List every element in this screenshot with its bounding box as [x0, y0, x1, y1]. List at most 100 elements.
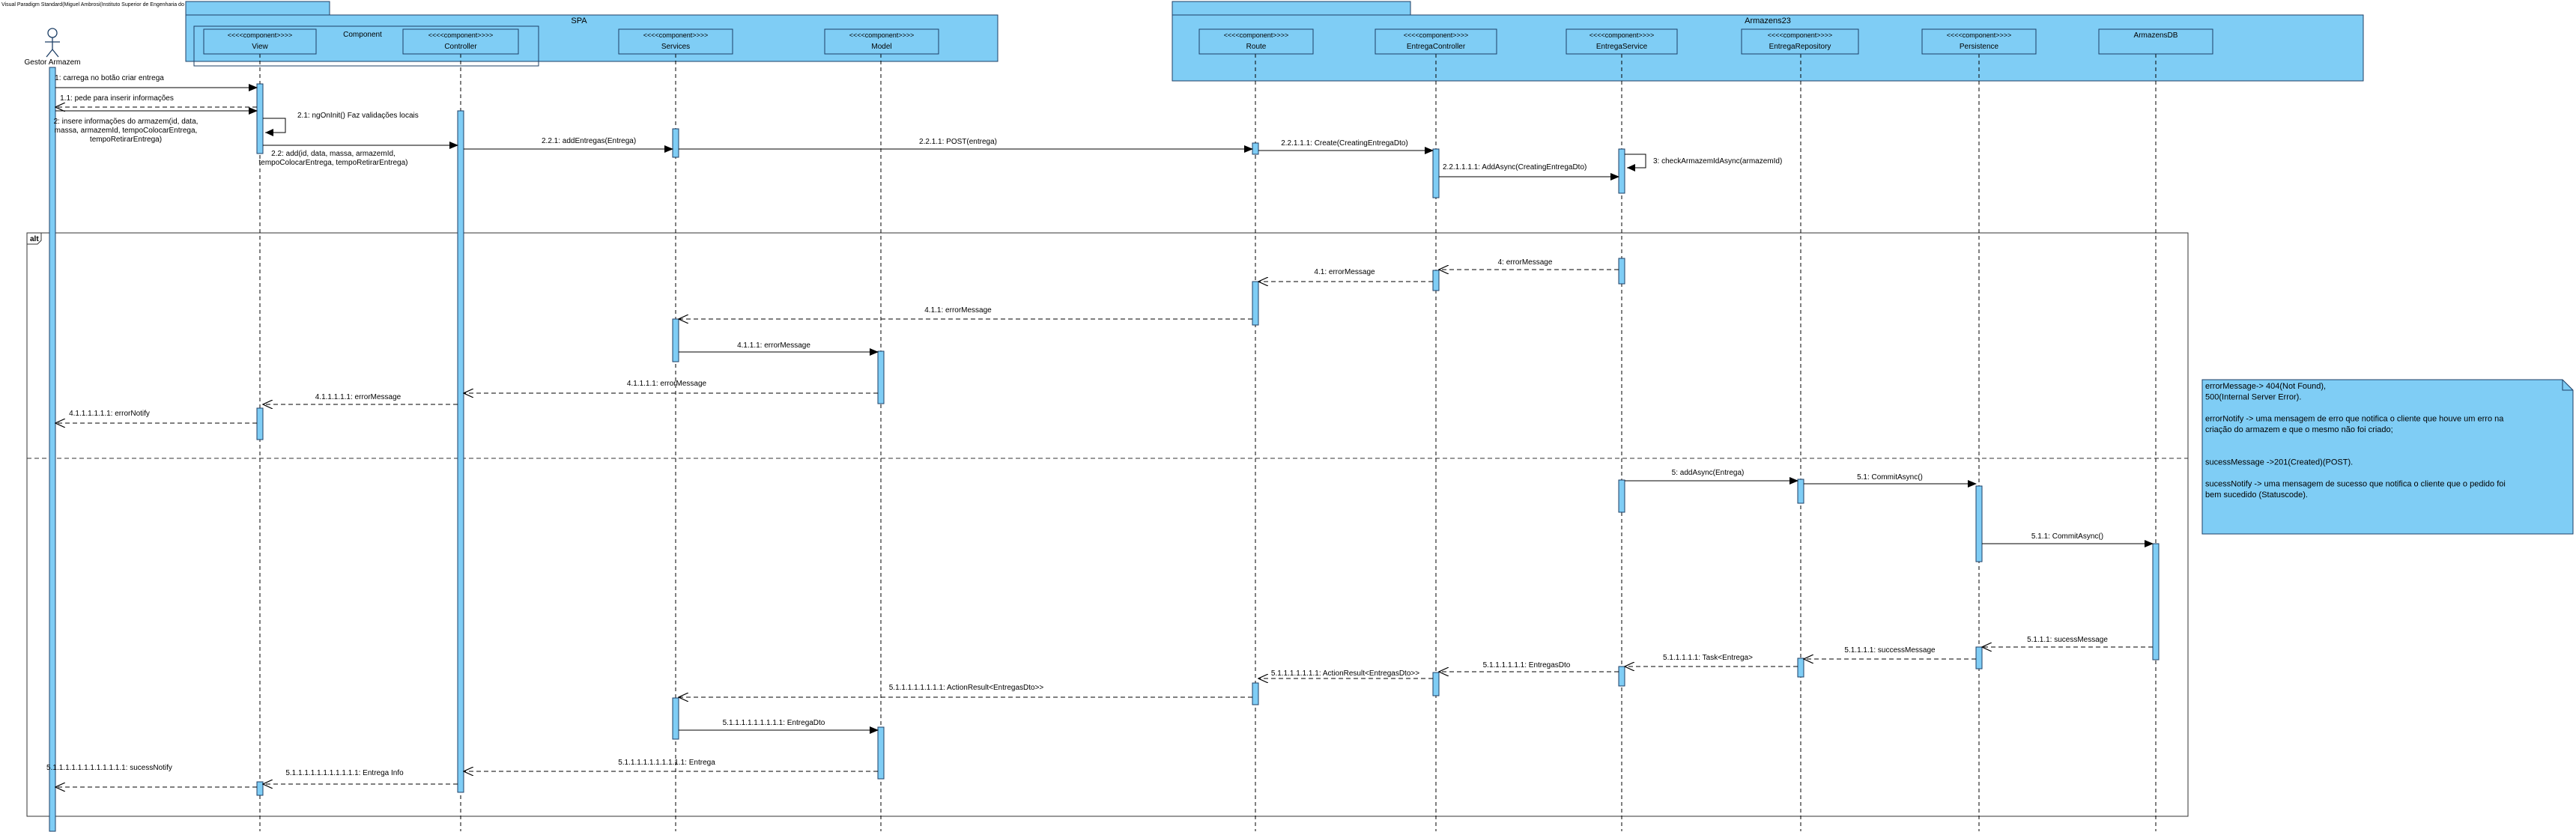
lifeline-stereotype: <<<<component>>>> [849, 31, 915, 39]
message-7: 2.2.1.1: POST(entrega) [679, 138, 1253, 153]
message-label: 5.1.1.1.1.1.1.1.1.1: EntregaDto [723, 719, 825, 727]
message-arrowhead [265, 129, 273, 136]
lifeline-header [1198, 28, 1314, 55]
component-frame-title: Component [343, 31, 382, 39]
activation-bar [256, 407, 264, 440]
activation-bar [2152, 543, 2160, 661]
message-label: 2.1: ngOnInit() Faz validações locais [297, 112, 419, 120]
lifeline-stereotype: <<<<component>>>> [428, 31, 494, 39]
lifeline-model: <<<<component>>>>Model [824, 28, 939, 831]
lifeline-entregarepository: <<<<component>>>>EntregaRepository [1741, 28, 1859, 831]
lifeline-stereotype: <<<<component>>>> [1589, 31, 1655, 39]
lifeline-stereotype: <<<<component>>>> [1947, 31, 2012, 39]
message-6: 2.2.1: addEntregas(Entrega) [464, 137, 673, 153]
message-label: 5: addAsync(Entrega) [1672, 469, 1745, 477]
activation-bar [1797, 479, 1804, 504]
message-label: 4.1.1.1.1: errorMessage [627, 380, 707, 388]
message-22: 5.1.1.1.1: successMessage [1804, 646, 1976, 659]
message-14: 4.1.1.1: errorMessage [679, 341, 879, 356]
message-4: 2.1: ngOnInit() Faz validações locais [263, 112, 419, 136]
message-16: 4.1.1.1.1.1: errorMessage [263, 393, 458, 404]
lifeline-name: Persistence [1960, 43, 1999, 51]
message-line [263, 118, 286, 133]
actor-gestor-armazem: Gestor Armazem [24, 28, 81, 67]
watermark-text: Visual Paradigm Standard(Miguel Ambrosi(… [1, 2, 201, 7]
message-15: 4.1.1.1.1: errorMessage [464, 380, 878, 393]
message-18: 5: addAsync(Entrega) [1625, 469, 1798, 485]
lifeline-name: Route [1246, 43, 1267, 51]
lifeline-header [402, 28, 519, 55]
message-label: 5.1.1.1.1.1.1.1.1.1.1: Entrega [618, 759, 715, 767]
activation-bar [256, 781, 264, 796]
message-label: 5.1.1.1.1.1.1.1.1.1.1.1: Entrega Info [285, 769, 404, 777]
message-label: 3: checkArmazemIdAsync(armazemId) [1653, 157, 1782, 166]
message-12: 4.1: errorMessage [1258, 268, 1433, 282]
activation-bar [457, 110, 464, 793]
message-label: 2.2.1.1.1.1: AddAsync(CreatingEntregaDto… [1443, 163, 1586, 171]
message-29: 5.1.1.1.1.1.1.1.1.1.1.1: Entrega Info [263, 769, 458, 784]
message-label: 2: insere informações do armazem(id, dat… [54, 118, 198, 144]
message-label: 4.1.1: errorMessage [924, 306, 992, 315]
message-label: 2.2: add(id, data, massa, armazemId,temp… [259, 150, 408, 167]
message-13: 4.1.1: errorMessage [679, 306, 1252, 319]
message-label: 5.1.1.1.1.1.1: EntregasDto [1483, 661, 1571, 669]
message-20: 5.1.1: CommitAsync() [1982, 532, 2154, 547]
activation-bar [672, 318, 679, 362]
activation-bar [1252, 281, 1259, 326]
message-label: 5.1.1.1.1.1.1.1: ActionResult<EntregasDt… [1271, 669, 1419, 678]
lifeline-header [824, 28, 939, 55]
message-label: 5.1.1.1.1.1.1.1.1.1.1.1.1: sucessNotify [46, 764, 172, 772]
lifeline-header [203, 28, 317, 55]
message-2: 1.1: pede para inserir informações [55, 94, 257, 107]
note-text: errorMessage-> 404(Not Found),500(Intern… [2205, 382, 2506, 499]
lifeline-name: Controller [444, 43, 477, 51]
activation-bar [1797, 658, 1804, 678]
spa-frame-title: SPA [571, 16, 587, 25]
lifeline-header [1921, 28, 2037, 55]
activation-bar [1252, 682, 1259, 705]
message-label: 2.2.1.1: POST(entrega) [919, 138, 997, 146]
lifeline-persistence: <<<<component>>>> Persistence [1921, 28, 2037, 831]
message-label: 2.2.1: addEntregas(Entrega) [542, 137, 636, 145]
message-label: 5.1: CommitAsync() [1857, 473, 1923, 482]
activation-bar [1432, 270, 1440, 291]
message-5: 2.2: add(id, data, massa, armazemId,temp… [259, 142, 458, 167]
lifeline-header [1741, 28, 1859, 55]
activation-bar [49, 67, 56, 832]
message-3: 2: insere informações do armazem(id, dat… [54, 107, 258, 144]
message-label: 4.1.1.1.1.1.1: errorNotify [69, 410, 150, 418]
activation-bar [1432, 672, 1440, 696]
activation-bar [1618, 148, 1625, 194]
message-21: 5.1.1.1: sucessMessage [1982, 636, 2153, 647]
message-label: 5.1.1: CommitAsync() [2031, 532, 2103, 541]
message-label: 2.2.1.1.1: Create(CreatingEntregaDto) [1281, 139, 1408, 148]
message-26: 5.1.1.1.1.1.1.1.1: ActionResult<Entregas… [679, 684, 1252, 697]
alt-fragment-label: alt [30, 235, 39, 243]
lifeline-armazensdb: ArmazensDB [2098, 28, 2213, 831]
activation-bar [256, 83, 264, 154]
message-1: 1: carrega no botão criar entrega [55, 74, 258, 91]
lifeline-name: EntregaService [1596, 43, 1648, 51]
actor-name: Gestor Armazem [24, 58, 80, 67]
message-label: 1: carrega no botão criar entrega [55, 74, 164, 82]
activation-bar [1618, 479, 1625, 513]
lifeline-header [618, 28, 733, 55]
armazens-frame-title: Armazens23 [1745, 16, 1791, 25]
lifeline-stereotype: <<<<component>>>> [1404, 31, 1469, 39]
lifeline-entregacontroller: <<<<component>>>>EntregaController [1375, 28, 1497, 831]
message-30: 5.1.1.1.1.1.1.1.1.1.1.1.1: sucessNotify [46, 764, 257, 787]
activation-bar [877, 350, 885, 404]
message-label: 5.1.1.1.1.1: Task<Entrega> [1663, 654, 1753, 662]
message-label: 5.1.1.1.1.1.1.1.1: ActionResult<Entregas… [889, 684, 1044, 692]
lifeline-stereotype: <<<<component>>>> [1224, 31, 1289, 39]
activation-bar [877, 726, 885, 780]
activation-bar [1618, 666, 1625, 687]
message-arrowhead [1627, 164, 1635, 171]
message-label: 4.1.1.1: errorMessage [737, 341, 810, 350]
lifeline-name: Services [661, 43, 690, 51]
activation-bar [1618, 258, 1625, 285]
lifeline-header [1566, 28, 1678, 55]
message-label: 1.1: pede para inserir informações [60, 94, 174, 103]
message-8: 2.2.1.1.1: Create(CreatingEntregaDto) [1258, 139, 1434, 154]
